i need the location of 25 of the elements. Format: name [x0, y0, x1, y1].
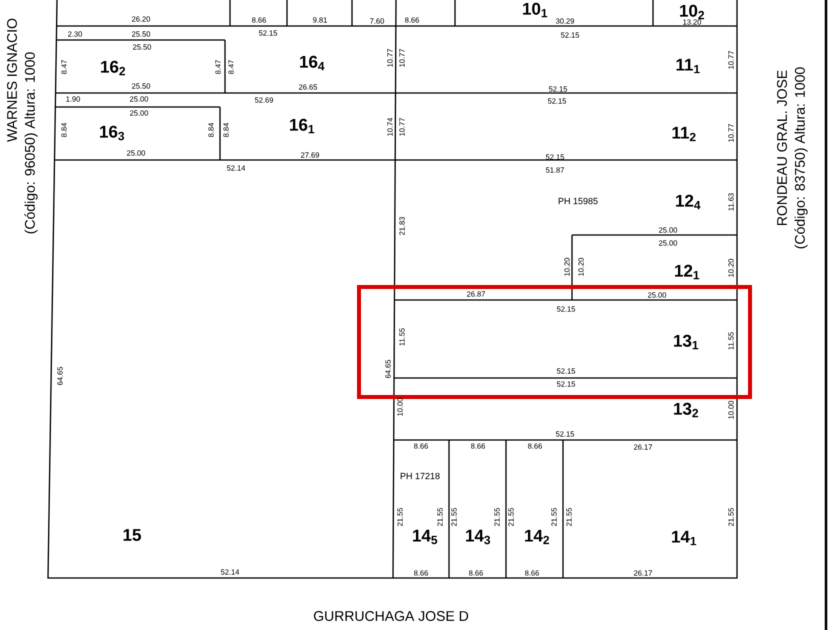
parcel-number: 13$_{2}$ [674, 402, 698, 418]
parcel-number: 16$_{4}$ [300, 56, 324, 70]
parcel-number: 16$_{1}$ [290, 118, 314, 134]
ph-label: PH 17218 [400, 472, 440, 480]
street-name: RONDEAU GRAL. JOSE [777, 70, 787, 226]
parcel-number: 14$_{1}$ [672, 530, 696, 546]
parcel-number: 15 [124, 529, 141, 541]
parcel-number: 12$_{4}$ [676, 194, 700, 210]
parcel-number: 16$_{3}$ [100, 126, 124, 140]
highlight-rectangle [357, 285, 752, 399]
parcel-number: 14$_{5}$ [413, 530, 438, 544]
parcel-number: 10$_{2}$ [680, 4, 704, 20]
street-name: GURRUCHAGA JOSE D [314, 611, 468, 621]
ph-label: PH 15985 [558, 198, 598, 204]
parcel-number: 14$_{3}$ [466, 530, 490, 544]
parcel-number: 16$_{2}$ [101, 60, 126, 76]
street-name: (Código: 96050) Altura: 1000 [24, 52, 38, 234]
street-name: WARNES IGNACIO [7, 18, 17, 142]
parcel-number: 11$_{2}$ [672, 126, 696, 142]
parcel-number: 10$_{1}$ [523, 2, 548, 18]
parcel-number: 14$_{2}$ [525, 530, 550, 544]
street-name: (Código: 83750) Altura: 1000 [794, 67, 808, 248]
parcel-number: 13$_{1}$ [674, 334, 698, 350]
parcel-number: 12$_{1}$ [675, 264, 700, 280]
parcel-number: 11$_{1}$ [676, 58, 700, 74]
